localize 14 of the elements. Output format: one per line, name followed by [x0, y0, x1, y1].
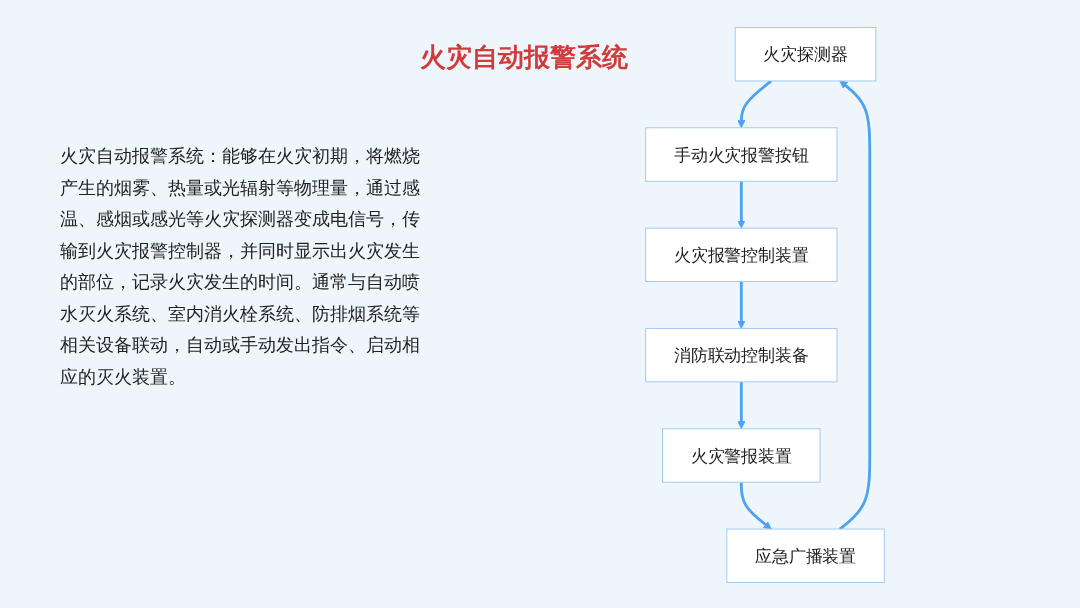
node-box: 火灾警报装置 — [662, 428, 821, 483]
description-paragraph: 火灾自动报警系统：能够在火灾初期，将燃烧产生的烟雾、热量或光辐射等物理量，通过感温、感烟或感光等火灾探测器变成电信号，传输到火灾报警控制器，并同时显示出火灾发生的部位，记录火灾发生的时间。通常与自动喷水灭火系统、室内消火栓系统、防排烟系统等相关设备联动，自动或手动发出指令、启动相应的灭火装置。 — [60, 144, 421, 389]
node-box: 消防联动控制装备 — [645, 327, 838, 383]
arrow — [737, 181, 746, 229]
arrow — [739, 482, 772, 530]
arrow — [737, 381, 746, 430]
arrow — [838, 80, 872, 531]
arrow — [737, 79, 773, 129]
node-box: 应急广播装置 — [726, 528, 885, 583]
node-box: 火灾探测器 — [734, 27, 877, 82]
arrow — [737, 281, 746, 329]
node-box: 手动火灾报警按钮 — [645, 127, 838, 182]
center-heading: 火灾自动报警系统 — [420, 41, 628, 74]
node-box: 火灾报警控制装置 — [645, 227, 838, 283]
